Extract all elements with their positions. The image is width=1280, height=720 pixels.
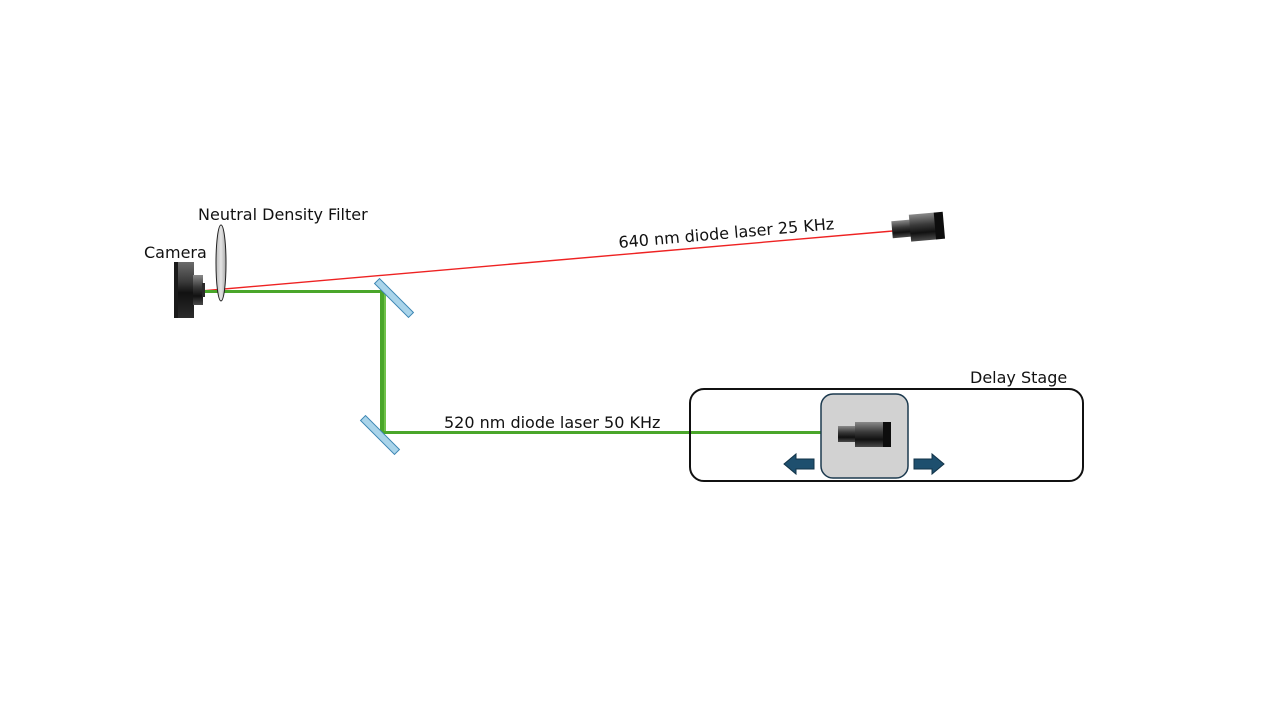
green-laser-beam	[203, 290, 838, 434]
laser-640-label: 640 nm diode laser 25 KHz	[618, 214, 835, 252]
mirror-bottom	[359, 414, 401, 456]
neutral-density-filter-label: Neutral Density Filter	[198, 205, 368, 224]
camera-icon	[174, 262, 205, 318]
delay-stage	[689, 388, 1084, 482]
delay-stage-label: Delay Stage	[970, 368, 1067, 387]
laser-520-icon	[838, 422, 891, 447]
red-laser-beam	[200, 230, 894, 292]
arrow-right-icon	[913, 452, 945, 476]
neutral-density-filter-icon	[215, 224, 227, 302]
mirror-top	[373, 277, 415, 319]
laser-520-label: 520 nm diode laser 50 KHz	[444, 413, 660, 432]
arrow-left-icon	[783, 452, 815, 476]
camera-label: Camera	[144, 243, 207, 262]
laser-640-icon	[891, 211, 946, 242]
